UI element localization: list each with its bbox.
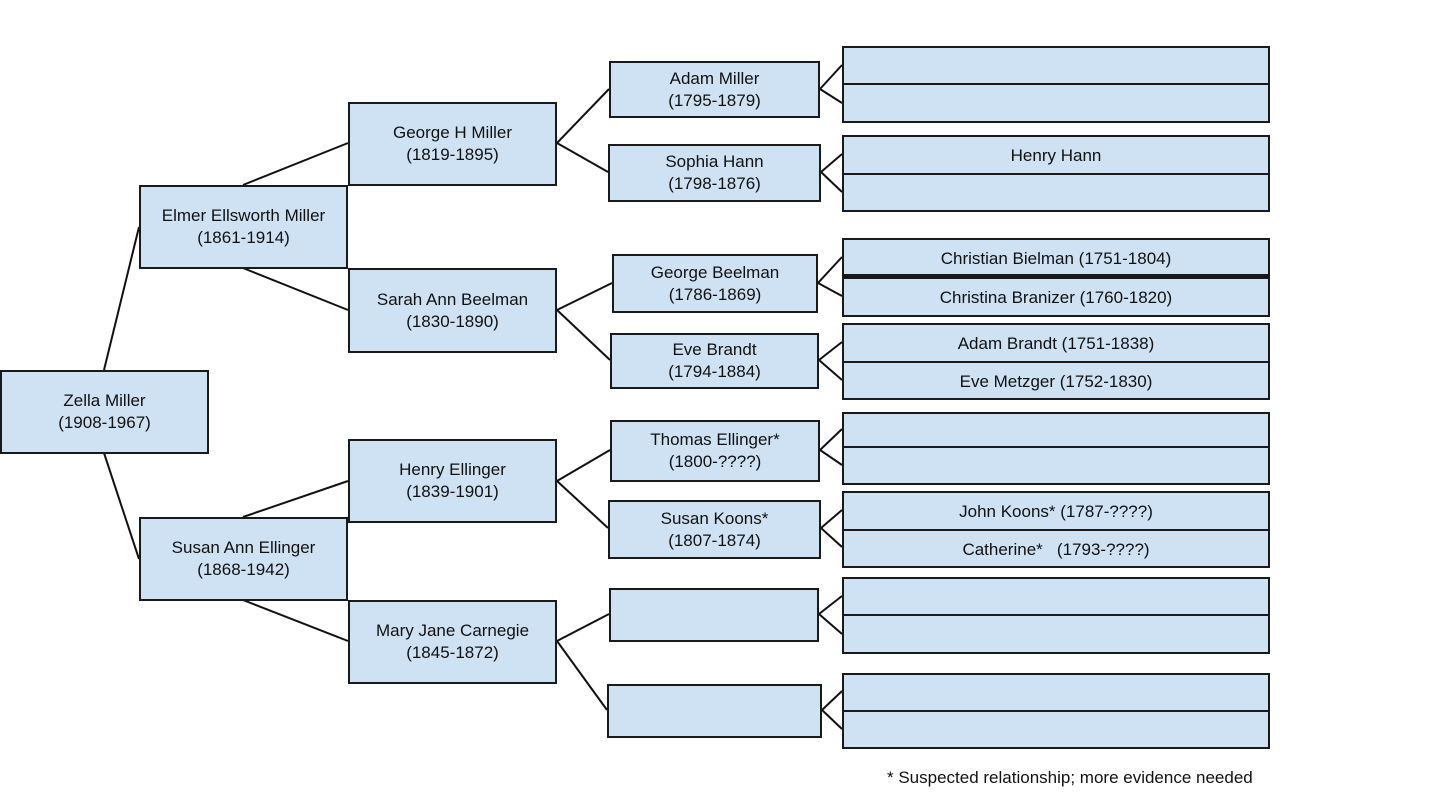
ancestor-label: Henry Hann bbox=[1010, 146, 1102, 165]
connector bbox=[817, 341, 843, 381]
person-henry-ellinger: Henry Ellinger (1839-1901) bbox=[348, 439, 557, 523]
connector bbox=[556, 282, 613, 311]
ancestor-label: Christian Bielman (1751-1804) bbox=[940, 249, 1172, 268]
connector bbox=[556, 640, 608, 711]
connector bbox=[819, 153, 843, 193]
person-name: Sophia Hann bbox=[665, 152, 764, 171]
person-dates: (1800-????) bbox=[668, 452, 762, 471]
ancestor-slot-empty bbox=[842, 446, 1270, 485]
connector bbox=[556, 142, 609, 173]
connector bbox=[556, 613, 610, 642]
person-name: Sarah Ann Beelman bbox=[376, 289, 529, 309]
connector bbox=[818, 428, 843, 466]
ancestor-slot-empty bbox=[842, 673, 1270, 712]
ancestor-adam-brandt: Adam Brandt (1751-1838) bbox=[842, 323, 1270, 363]
person-name: Elmer Ellsworth Miller bbox=[161, 206, 326, 225]
person-dates: (1861-1914) bbox=[197, 228, 290, 247]
person-name: Henry Ellinger bbox=[399, 460, 506, 479]
connector bbox=[242, 480, 349, 518]
ancestor-slot-empty bbox=[842, 173, 1270, 212]
connector bbox=[816, 256, 843, 297]
ancestor-slot-empty bbox=[842, 710, 1270, 749]
person-dates: (1786-1869) bbox=[668, 284, 762, 304]
person-george-h-miller: George H Miller (1819-1895) bbox=[348, 102, 557, 186]
person-name: Susan Ann Ellinger bbox=[171, 538, 316, 557]
connector bbox=[103, 452, 140, 560]
person-dates: (1794-1884) bbox=[668, 362, 761, 381]
person-thomas-ellinger: Thomas Ellinger* (1800-????) bbox=[610, 420, 820, 482]
ancestor-christina-branizer: Christina Branizer (1760-1820) bbox=[842, 277, 1270, 317]
ancestor-john-koons: John Koons* (1787-????) bbox=[842, 491, 1270, 531]
ancestor-label: Eve Metzger (1752-1830) bbox=[959, 372, 1153, 391]
person-susan-ann-ellinger: Susan Ann Ellinger (1868-1942) bbox=[139, 517, 348, 601]
person-dates: (1830-1890) bbox=[406, 311, 499, 331]
person-name: Mary Jane Carnegie bbox=[375, 621, 530, 640]
connector bbox=[556, 309, 611, 361]
connector bbox=[556, 449, 611, 482]
person-dates: (1795-1879) bbox=[668, 90, 761, 110]
person-dates: (1845-1872) bbox=[406, 643, 499, 662]
person-dates: (1807-1874) bbox=[668, 530, 761, 550]
connector bbox=[103, 226, 140, 371]
person-name: Thomas Ellinger* bbox=[650, 430, 780, 449]
person-name: George Beelman bbox=[650, 262, 780, 282]
person-george-beelman: George Beelman (1786-1869) bbox=[612, 254, 818, 313]
connector bbox=[242, 142, 349, 186]
ancestor-label: John Koons* (1787-????) bbox=[959, 502, 1153, 521]
person-name: Zella Miller bbox=[63, 391, 146, 410]
person-susan-koons: Susan Koons* (1807-1874) bbox=[608, 500, 821, 559]
ancestor-slot-empty bbox=[842, 614, 1270, 654]
person-unknown bbox=[609, 588, 819, 642]
person-mary-jane-carnegie: Mary Jane Carnegie (1845-1872) bbox=[348, 600, 557, 684]
ancestor-slot-empty bbox=[842, 412, 1270, 448]
ancestor-label: Catherine* (1793-????) bbox=[962, 540, 1150, 559]
person-zella-miller: Zella Miller (1908-1967) bbox=[0, 370, 209, 454]
person-name: Adam Miller bbox=[669, 68, 760, 88]
connector bbox=[818, 64, 843, 104]
person-dates: (1839-1901) bbox=[406, 482, 499, 501]
ancestor-slot-empty bbox=[842, 46, 1270, 85]
person-name: Susan Koons* bbox=[660, 508, 769, 528]
connector bbox=[556, 88, 610, 144]
person-unknown bbox=[607, 684, 822, 738]
ancestor-slot-empty bbox=[842, 577, 1270, 616]
footnote: * Suspected relationship; more evidence … bbox=[887, 768, 1253, 787]
person-name: Eve Brandt bbox=[672, 340, 757, 359]
ancestor-eve-metzger: Eve Metzger (1752-1830) bbox=[842, 361, 1270, 400]
person-dates: (1868-1942) bbox=[197, 560, 290, 579]
ancestor-slot-empty bbox=[842, 83, 1270, 123]
person-sarah-ann-beelman: Sarah Ann Beelman (1830-1890) bbox=[348, 268, 557, 353]
connector bbox=[819, 509, 843, 548]
connector bbox=[242, 267, 349, 311]
person-dates: (1819-1895) bbox=[406, 145, 499, 164]
person-adam-miller: Adam Miller (1795-1879) bbox=[609, 61, 820, 118]
connector bbox=[817, 595, 843, 635]
connector bbox=[556, 480, 609, 529]
person-dates: (1798-1876) bbox=[668, 174, 761, 193]
connector bbox=[820, 690, 843, 730]
person-elmer-ellsworth-miller: Elmer Ellsworth Miller (1861-1914) bbox=[139, 185, 348, 269]
ancestor-catherine: Catherine* (1793-????) bbox=[842, 529, 1270, 568]
person-sophia-hann: Sophia Hann (1798-1876) bbox=[608, 144, 821, 202]
person-name: George H Miller bbox=[392, 123, 513, 142]
person-eve-brandt: Eve Brandt (1794-1884) bbox=[610, 333, 819, 389]
ancestor-label: Adam Brandt (1751-1838) bbox=[957, 334, 1155, 353]
connector bbox=[242, 599, 349, 642]
ancestor-henry-hann: Henry Hann bbox=[842, 135, 1270, 175]
person-dates: (1908-1967) bbox=[58, 413, 151, 432]
ancestor-christian-bielman: Christian Bielman (1751-1804) bbox=[842, 238, 1270, 278]
ancestor-label: Christina Branizer (1760-1820) bbox=[939, 288, 1173, 307]
